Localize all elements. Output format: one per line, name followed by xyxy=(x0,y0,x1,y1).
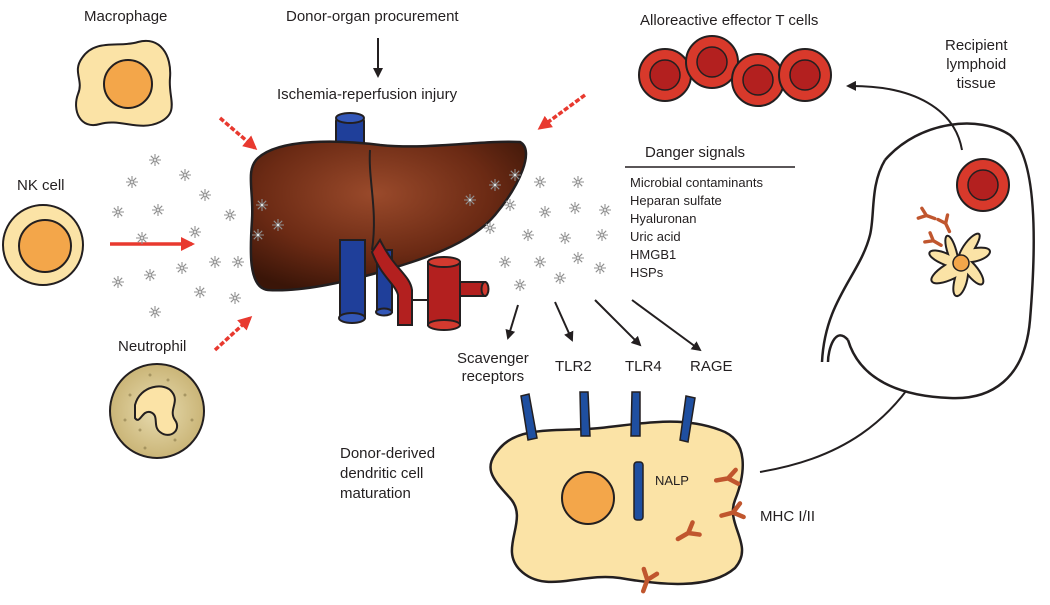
ischemia-label: Ischemia-reperfusion injury xyxy=(277,86,458,103)
liver-icon xyxy=(249,112,528,331)
danger-list: Microbial contaminants Heparan sulfate H… xyxy=(630,174,763,282)
dendritic-cell-icon xyxy=(489,391,744,594)
danger-item: Uric acid xyxy=(630,229,681,244)
macrophage-label: Macrophage xyxy=(84,8,168,25)
donor-procurement-label: Donor-organ procurement xyxy=(286,8,459,25)
dc-maturation-label: Donor-derived dendritic cell maturation xyxy=(340,445,436,502)
neutrophil-icon xyxy=(109,363,205,459)
neutrophil-label: Neutrophil xyxy=(118,338,187,355)
red-arrows xyxy=(110,93,587,352)
recipient-label: Recipient lymphoid tissue xyxy=(945,37,1008,92)
nalp-label: NALP xyxy=(655,473,689,488)
danger-item: HMGB1 xyxy=(630,247,677,262)
nk-cell-label: NK cell xyxy=(17,177,65,194)
danger-item: Microbial contaminants xyxy=(630,175,763,190)
receptor-arrows xyxy=(505,299,702,352)
danger-item: Heparan sulfate xyxy=(630,193,722,208)
tlr2-label: TLR2 xyxy=(555,358,592,375)
nk-cell-icon xyxy=(2,204,84,286)
rage-label: RAGE xyxy=(690,358,733,375)
t-cell-icon xyxy=(638,35,832,107)
danger-item: Hyaluronan xyxy=(630,211,697,226)
mhc-label: MHC I/II xyxy=(760,508,815,525)
macrophage-icon xyxy=(75,39,173,127)
scavenger-label: Scavenger receptors xyxy=(457,350,529,385)
danger-item: HSPs xyxy=(630,265,664,280)
alloreactive-label: Alloreactive effector T cells xyxy=(640,12,819,29)
danger-title: Danger signals xyxy=(645,144,746,161)
lymph-node-icon xyxy=(820,80,1036,400)
tlr4-label: TLR4 xyxy=(625,358,662,375)
